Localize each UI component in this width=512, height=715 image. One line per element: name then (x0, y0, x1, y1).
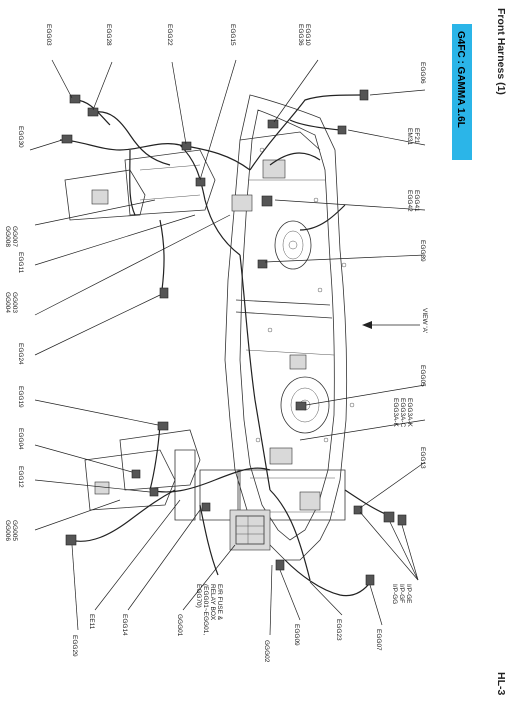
label-ip-ge: I/P-GE (405, 584, 412, 604)
label-egg07: EGG07 (375, 629, 382, 651)
label-egg15: EGG15 (229, 24, 236, 46)
label-egg39: EGG39 (419, 240, 426, 262)
label-er-fuse-3: (EGG01~EGG01, (202, 584, 209, 635)
label-gg008: GG008 (4, 226, 11, 247)
wire-harness (59, 94, 389, 597)
label-egg24: EGG24 (17, 343, 24, 365)
label-er-fuse-4: EGG70) (195, 584, 202, 608)
label-egg04: EGG04 (17, 428, 24, 450)
label-egg41: EGG41 (413, 190, 420, 212)
label-ggg01: GGG01 (176, 614, 183, 637)
label-egg30: EGG30 (17, 126, 24, 148)
label-egg3a-k: EGG3A-K (406, 398, 413, 428)
label-egg03: EGG03 (45, 24, 52, 46)
page-title: Front Harness (1) (495, 8, 507, 95)
label-egg23: EGG23 (335, 619, 342, 641)
label-egg3a-c: EGG3A-C (399, 398, 406, 428)
label-egg19: EGG19 (17, 386, 24, 408)
label-ee11: EE11 (88, 614, 95, 630)
engine-banner (452, 24, 472, 160)
label-egg12: EGG12 (17, 466, 24, 488)
label-gg004: GG004 (4, 292, 11, 313)
label-egg29: EGG29 (71, 635, 78, 657)
label-egg11: EGG11 (17, 252, 24, 274)
label-em31: EM31 (406, 128, 413, 145)
label-ef21: EF21 (413, 128, 420, 144)
label-ggg02: GGG02 (263, 640, 270, 663)
connectors (61, 89, 407, 586)
label-gg005: GG005 (11, 520, 18, 541)
label-egg42: EGG42 (406, 190, 413, 212)
engine-banner-text: G4FC : GAMMA 1.6L (455, 31, 466, 128)
leader-lines (29, 59, 426, 636)
label-gg003: GG003 (11, 292, 18, 313)
label-egg13: EGG13 (419, 447, 426, 469)
label-ip-gf: I/P-GF (398, 584, 405, 603)
label-egg14: EGG14 (121, 614, 128, 636)
label-ip-gg: I/P-GG (391, 584, 398, 604)
label-egg09: EGG09 (293, 624, 300, 646)
view-a-label: VIEW 'A' (421, 308, 428, 333)
label-egg05: EGG05 (419, 365, 426, 387)
page-number: HL-3 (495, 672, 507, 695)
label-gg006: GG006 (4, 520, 11, 541)
label-er-fuse-1: E/R FUSE & (216, 584, 223, 621)
label-gg007: GG007 (11, 226, 18, 247)
label-egg22: EGG22 (166, 24, 173, 46)
engine-brackets (64, 149, 321, 551)
label-egg28: EGG28 (105, 24, 112, 46)
label-egg06: EGG06 (419, 62, 426, 84)
labels: EGG03 EGG28 EGG22 EGG15 EGG10 EGG36 EGG0… (4, 24, 428, 663)
body-structure (224, 94, 355, 561)
label-er-fuse-2: RELAY BOX (209, 584, 216, 621)
label-egg10: EGG10 (304, 24, 311, 46)
label-egg36: EGG36 (297, 24, 304, 46)
label-egg3a-k2: EGG3A-K (392, 398, 399, 428)
